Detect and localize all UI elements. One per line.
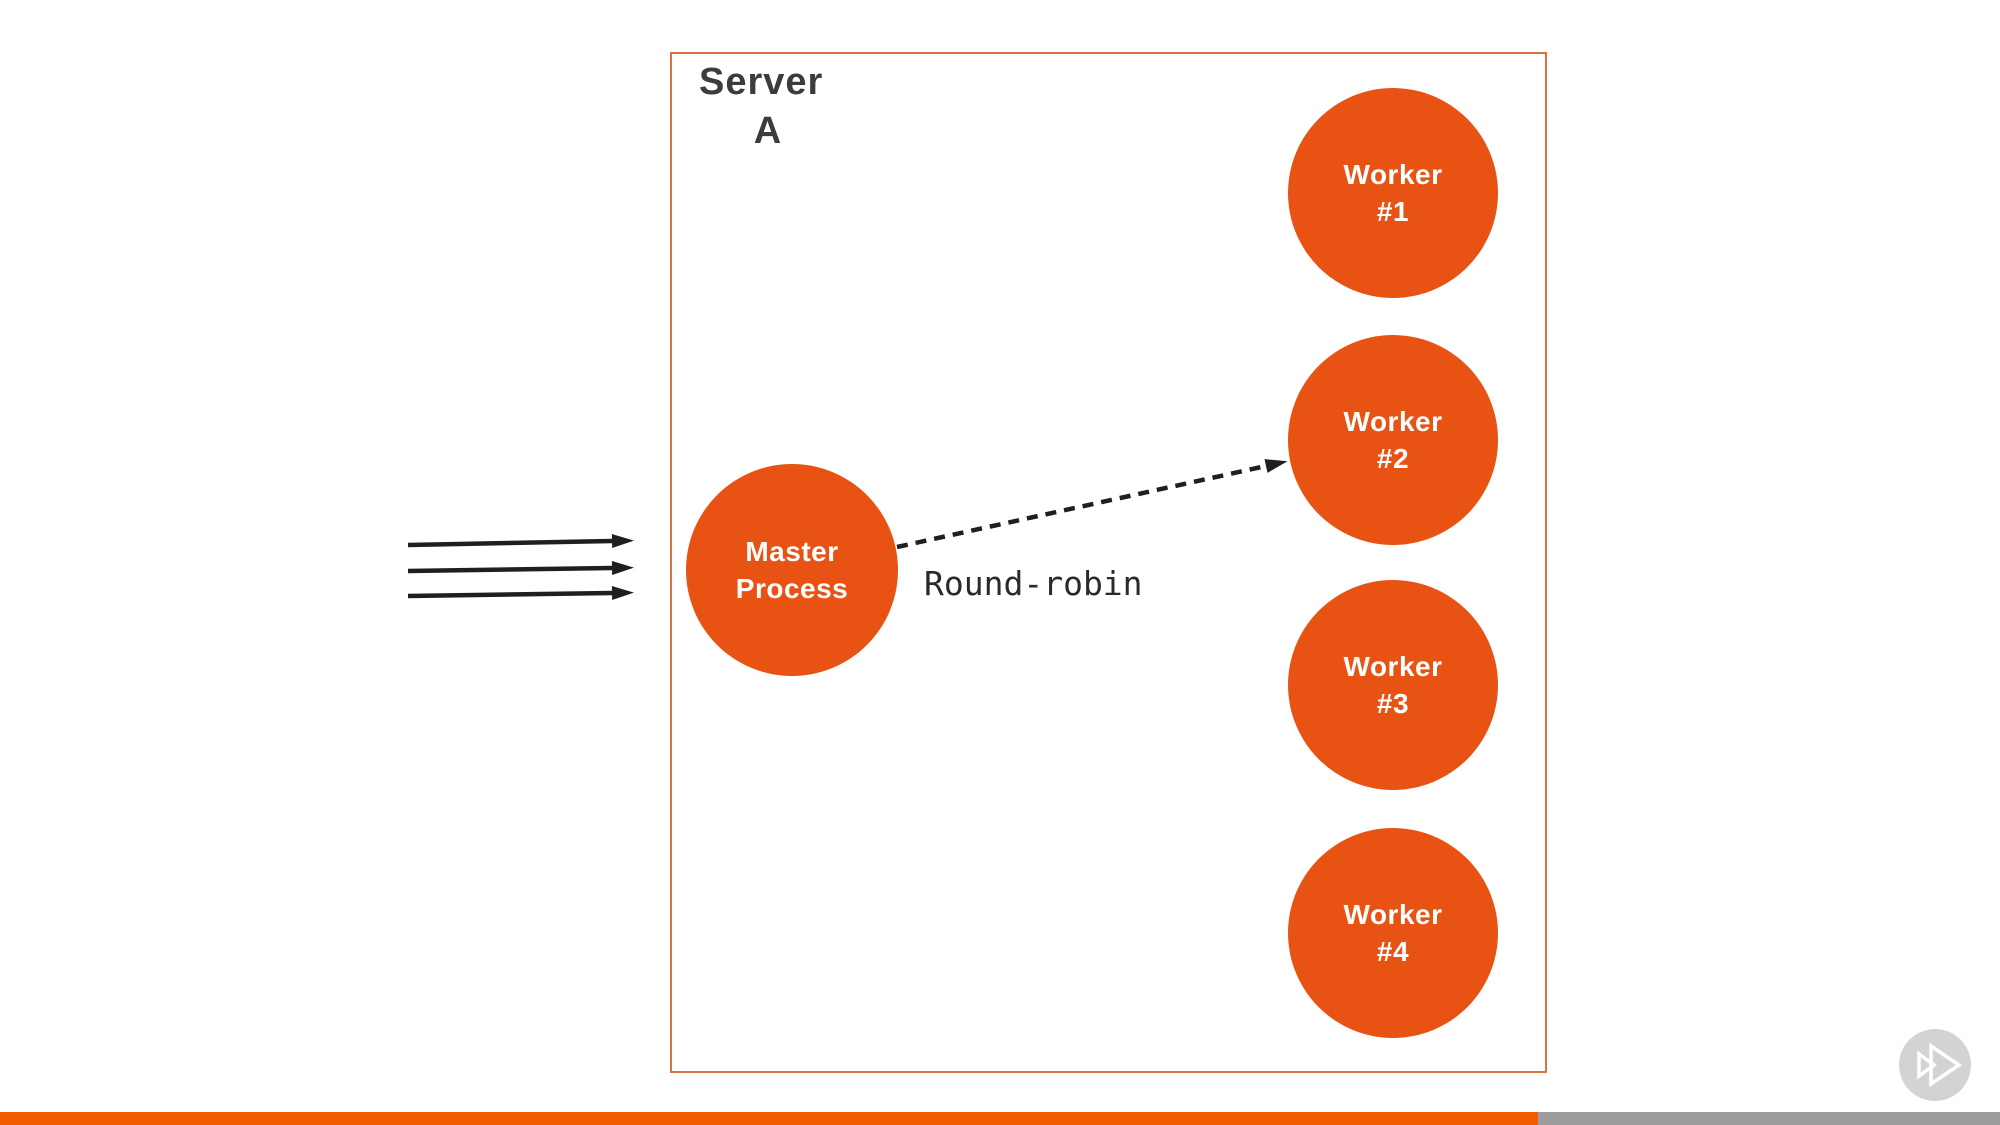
video-progress-bar[interactable] (0, 1112, 2000, 1125)
master-label-line2: Process (735, 573, 849, 604)
worker-4-label-line2: #4 (1376, 936, 1410, 967)
video-progress-fill (0, 1112, 1538, 1125)
worker-3-label-line1: Worker (1343, 651, 1443, 682)
worker-3-label-line2: #3 (1376, 688, 1410, 719)
incoming-arrow-2 (407, 561, 634, 575)
server-title-line1: Server (699, 61, 824, 103)
worker-3-node: Worker #3 (1288, 580, 1498, 790)
server-box (670, 52, 1547, 1073)
pluralsight-play-icon (1917, 1042, 1963, 1088)
worker-1-node: Worker #1 (1288, 88, 1498, 298)
worker-4-label-line1: Worker (1343, 899, 1443, 930)
master-label-line1: Master (745, 536, 839, 567)
incoming-arrow-3 (407, 586, 634, 600)
server-title-line2: A (753, 110, 783, 152)
incoming-request-arrows (407, 534, 634, 600)
worker-2-label-line2: #2 (1376, 443, 1410, 474)
incoming-arrow-1 (407, 534, 634, 548)
round-robin-label: Round-robin (924, 564, 1143, 603)
worker-1-label-line2: #1 (1376, 196, 1410, 227)
server-box-title: Server A (699, 58, 837, 156)
worker-4-node: Worker #4 (1288, 828, 1498, 1038)
worker-2-label-line1: Worker (1343, 406, 1443, 437)
worker-1-label-line1: Worker (1343, 159, 1443, 190)
master-process-node: Master Process (686, 464, 898, 676)
pluralsight-watermark-button[interactable] (1899, 1029, 1971, 1101)
worker-2-node: Worker #2 (1288, 335, 1498, 545)
